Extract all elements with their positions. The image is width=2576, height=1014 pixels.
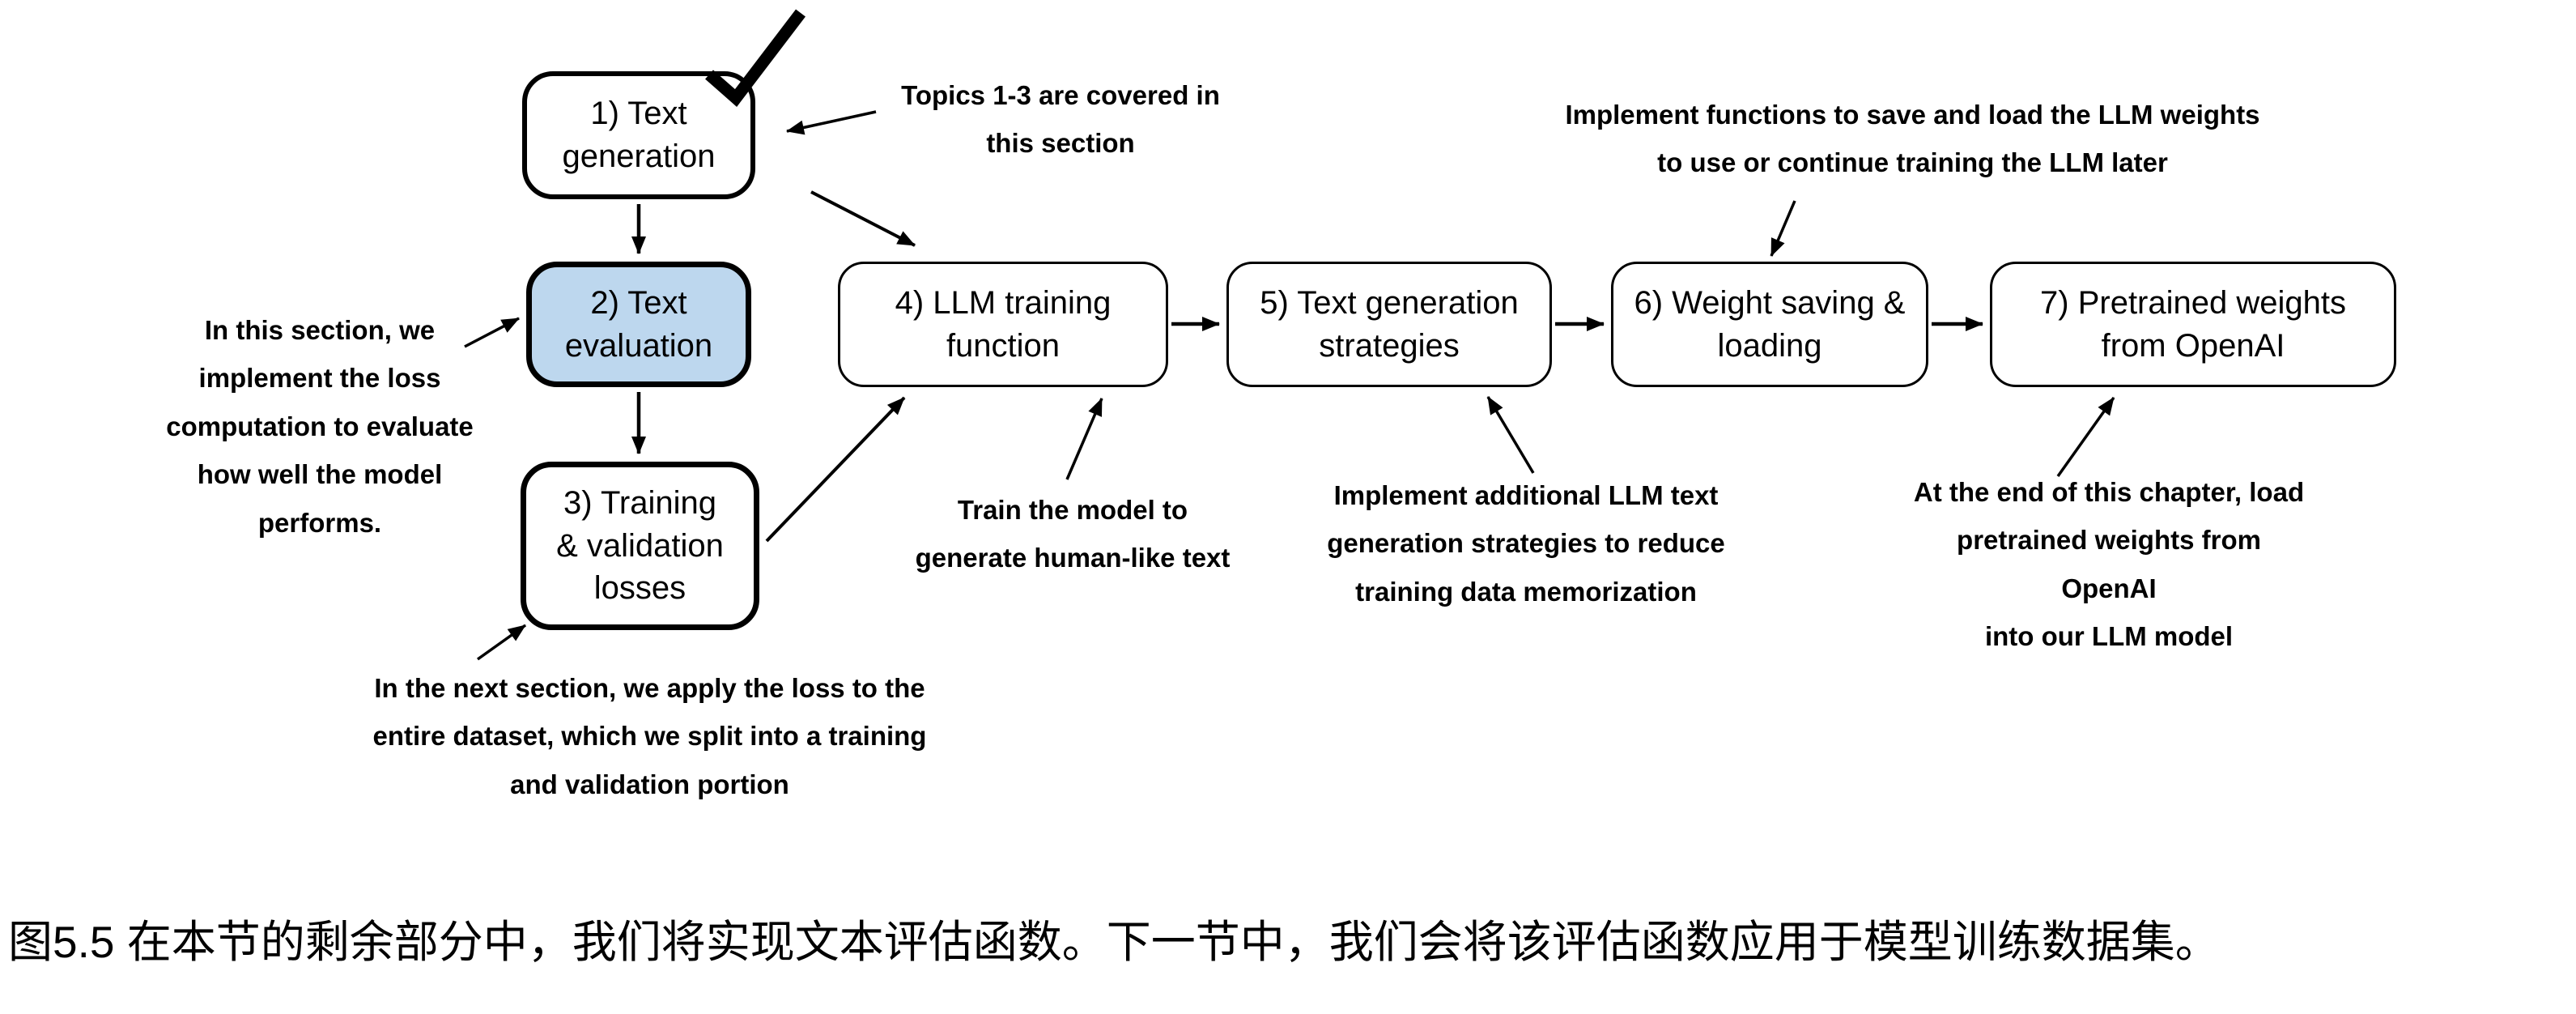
arrow-openai-annotation [2056, 396, 2115, 478]
arrow-strategies-annotation [1486, 396, 1535, 474]
flow-box-pretrained-weights-openai: 7) Pretrained weights from OpenAI [1990, 262, 2396, 387]
flow-box-text-evaluation: 2) Text evaluation [526, 262, 751, 387]
arrow-topics-annotation [786, 110, 877, 135]
annotation-generation-strategies: Implement additional LLM text generation… [1327, 480, 1725, 607]
flow-box-training-validation-losses: 3) Training & validation losses [521, 462, 759, 630]
arrow-weights-annotation [1770, 200, 1796, 257]
annotation-train-model: Train the model to generate human-like t… [915, 495, 1231, 573]
arrow-dataset-annotation [476, 624, 527, 661]
annotation-dataset-split: In the next section, we apply the loss t… [372, 673, 927, 799]
figure-caption: 图5.5 在本节的剩余部分中，我们将实现文本评估函数。下一节中，我们会将该评估函… [8, 917, 2220, 967]
annotation-save-load-weights: Implement functions to save and load the… [1565, 100, 2260, 178]
arrow-train-annotation [1065, 398, 1103, 480]
flow-box-text-generation-strategies: 5) Text generation strategies [1226, 262, 1552, 387]
annotation-topics-covered: Topics 1-3 are covered in this section [901, 80, 1220, 159]
flow-box-weight-saving-loading: 6) Weight saving & loading [1611, 262, 1928, 387]
arrow-box3-to-box4 [765, 396, 906, 543]
annotation-loss-computation: In this section, we implement the loss c… [166, 315, 474, 538]
flow-box-llm-training-function: 4) LLM training function [838, 262, 1168, 387]
arrow-box1-to-box4 [810, 190, 916, 247]
flow-box-text-generation: 1) Text generation [522, 71, 755, 199]
annotation-load-openai-weights: At the end of this chapter, load pretrai… [1913, 477, 2305, 652]
